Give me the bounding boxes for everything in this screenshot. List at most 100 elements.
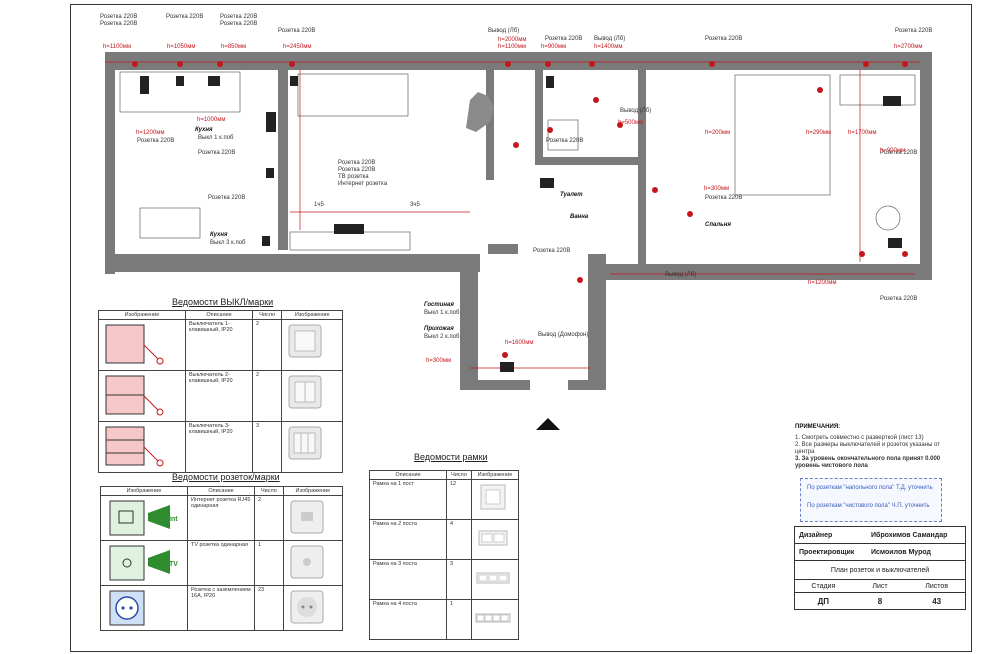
switch-symbol-2 [98, 370, 186, 422]
table-header-row: Изображение Описание Число Изображение [98, 310, 343, 320]
room-title-bedroom: Спальня [705, 222, 731, 228]
intercom-label: Вывод (Домофон) [538, 332, 589, 338]
outlet-markers [132, 61, 908, 358]
frame-table-title: Ведомости рамки [414, 452, 488, 462]
table-row: Выключатель 1-клавишный, IP20 2 [98, 319, 343, 371]
north-arrow [536, 418, 560, 430]
socket-label: Розетка 220В [705, 195, 743, 201]
height-tag: h=2700мм [894, 44, 923, 50]
frame-count: 4 [446, 519, 472, 560]
socket-label: Розетка 220В [880, 150, 918, 156]
height-tag: h=2450мм [283, 44, 312, 50]
room-title-wc: Туалет [560, 192, 583, 198]
note-item: 1. Смотреть совместно с разверткой (лист… [795, 435, 924, 441]
frame-count: 3 [446, 559, 472, 600]
socket-desc: TV розетка одинарная [187, 540, 255, 586]
socket-label: Розетка 220В [895, 28, 933, 34]
socket-photo-3 [282, 585, 344, 631]
height-tag: h=500мм [618, 120, 644, 126]
height-tag: h=290мм [806, 130, 832, 136]
stamp-row-headers: Стадия Лист Листов [795, 580, 965, 593]
socket-label: Розетка 220В [208, 195, 246, 201]
stage-value: ДП [817, 596, 830, 606]
socket-symbol-3 [100, 585, 188, 631]
height-tag: h=1100мм [498, 44, 526, 50]
col-header: Число [446, 470, 472, 480]
socket-label: Розетка 220В [137, 138, 175, 144]
table-header-row: Изображение Описание Число Изображение [100, 486, 344, 496]
output-label: Вывод (Лб) [594, 36, 626, 42]
height-tag: h=2000мм [498, 37, 527, 43]
socket-count: 23 [254, 585, 284, 631]
socket-label: Розетка 220В [545, 36, 583, 42]
furniture [119, 71, 916, 251]
height-tag: h=1400мм [594, 44, 623, 50]
col-header: Число [254, 486, 284, 496]
height-tag: h=1000мм [197, 117, 226, 123]
notes-box-line: По розеткам "напольного пола" Т.Д. уточн… [807, 485, 933, 491]
socket-desc: Интернет розетка RJ45 одинарная [187, 495, 255, 541]
note-item: 3. За уровень окончательного пола принят… [795, 456, 941, 469]
height-tag: h=300мм [426, 358, 452, 364]
room-sub-hall: Выкл 2 к.поб [424, 334, 460, 340]
col-header: Изображение [100, 486, 188, 496]
output-label: Вывод (Лб) [665, 272, 697, 278]
stamp-row-designer: Дизайнер Иброхимов Самандар [795, 527, 965, 544]
switch-desc: Выключатель 3-клавишный, IP20 [185, 421, 253, 473]
socket-label: Розетка 220В [705, 36, 743, 42]
switch-photo-3 [281, 421, 343, 473]
switch-symbol-1 [98, 319, 186, 371]
frame-photo-1 [470, 479, 520, 520]
stage-header: Стадия [811, 582, 836, 590]
socket-label: Розетка 220В [166, 14, 204, 20]
dim-label-2: 3ч5 [410, 202, 420, 208]
height-tag: h=1200мм [808, 280, 837, 286]
socket-label: Розетка 220В [278, 28, 316, 34]
switch-count: 2 [251, 370, 283, 422]
table-row: Выключатель 3-клавишный, IP20 3 [98, 421, 343, 473]
tv-block-4: Интернет розетка [338, 181, 388, 187]
table-row: Розетка с заземлением 16А, IP20 23 [100, 585, 344, 631]
sheets-value: 43 [932, 596, 942, 606]
room-title-kitchen-2: Кухня [210, 232, 228, 238]
sheet-title: План розеток и выключателей [830, 566, 930, 574]
socket-tag: Int [169, 516, 178, 523]
height-tag: h=1200мм [136, 130, 165, 136]
tv-block-1: Розетка 220В [338, 160, 376, 166]
table-row: Рамка на 1 пост 12 [369, 479, 520, 520]
note-item: 2. Все размеры выключателей и розеток ук… [795, 442, 940, 455]
walls [105, 52, 932, 390]
height-tag: h=1600мм [505, 340, 534, 346]
engineer-key: Проектировщик [799, 548, 855, 556]
notes-box: По розеткам "напольного пола" Т.Д. уточн… [800, 478, 942, 522]
table-row: Выключатель 2-клавишный, IP20 2 [98, 370, 343, 422]
socket-tag: TV [169, 561, 178, 568]
socket-table: Изображение Описание Число Изображение I… [100, 486, 344, 631]
sheet-header: Лист [872, 582, 888, 590]
height-tag: h=850мм [221, 44, 247, 50]
switch-desc: Выключатель 2-клавишный, IP20 [185, 370, 253, 422]
socket-label: Розетка 220В [220, 14, 258, 20]
table-row: Рамка на 3 поста 3 [369, 559, 520, 600]
stamp-row-engineer: Проектировщик Исмоилов Мурод [795, 544, 965, 561]
room-title-bath: Ванна [570, 214, 589, 220]
switch-count: 3 [251, 421, 283, 473]
socket-label: Розетка 220В [100, 21, 138, 27]
socket-desc: Розетка с заземлением 16А, IP20 [187, 585, 255, 631]
height-tag: h=900мм [880, 148, 906, 154]
height-tag: h=300мм [704, 186, 730, 192]
frame-desc: Рамка на 1 пост [369, 479, 447, 520]
height-tag: h=900мм [541, 44, 567, 50]
room-title-kitchen: Кухня [195, 127, 213, 133]
sheet-value: 8 [877, 596, 883, 606]
socket-table-title: Ведомости розеток/марки [172, 472, 280, 482]
frame-photo-4 [470, 599, 520, 640]
switch-count: 2 [251, 319, 283, 371]
frame-desc: Рамка на 3 поста [369, 559, 447, 600]
table-row: TV TV розетка одинарная 1 [100, 540, 344, 586]
col-header: Описание [187, 486, 255, 496]
output-label: Вывод (Лб) [620, 108, 652, 114]
socket-count: 2 [254, 495, 284, 541]
socket-label: Розетка 220В [220, 21, 258, 27]
